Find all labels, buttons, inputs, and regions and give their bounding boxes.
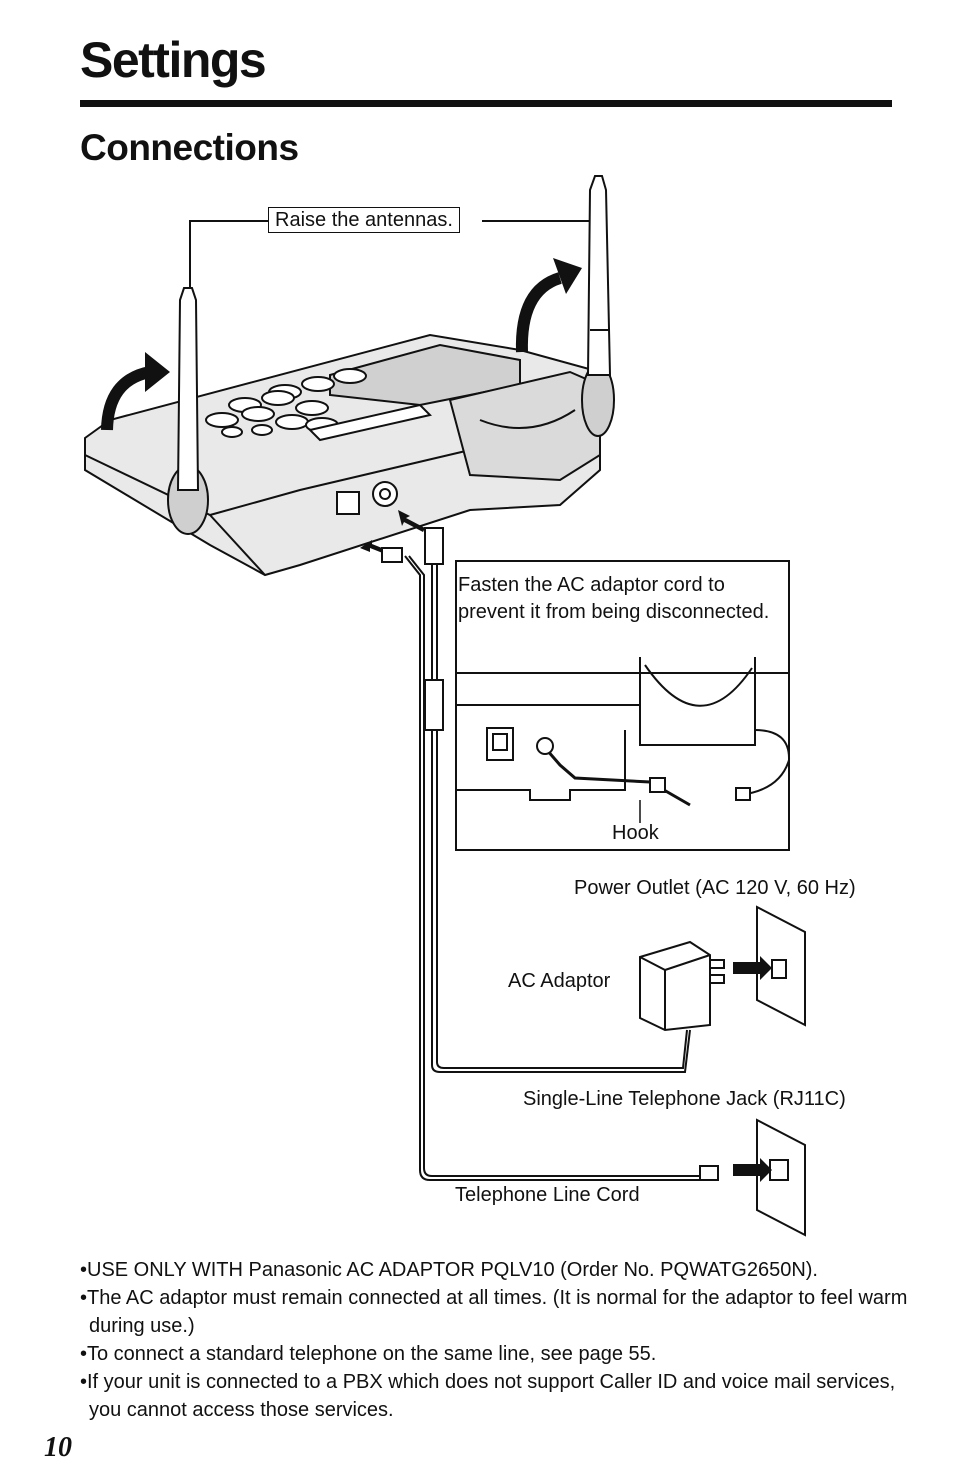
note-item: •To connect a standard telephone on the …	[80, 1343, 657, 1365]
telephone-jack-label: Single-Line Telephone Jack (RJ11C)	[523, 1088, 846, 1110]
page-number: 10	[44, 1432, 72, 1463]
note-item: •The AC adaptor must remain connected at…	[80, 1287, 908, 1337]
section-title: Connections	[80, 127, 299, 168]
page-title: Settings	[80, 32, 267, 88]
raise-antennas-label: Raise the antennas.	[268, 207, 460, 233]
note-item: •USE ONLY WITH Panasonic AC ADAPTOR PQLV…	[80, 1259, 818, 1281]
notes-list: •USE ONLY WITH Panasonic AC ADAPTOR PQLV…	[80, 1256, 910, 1424]
ac-adaptor-label: AC Adaptor	[508, 970, 611, 992]
title-rule	[80, 100, 892, 107]
note-item: •If your unit is connected to a PBX whic…	[80, 1371, 896, 1421]
hook-label: Hook	[612, 822, 659, 844]
line-cord-label: Telephone Line Cord	[455, 1184, 640, 1206]
fasten-cord-note: Fasten the AC adaptor cord to prevent it…	[458, 574, 770, 623]
connection-diagram	[84, 175, 806, 1237]
power-outlet-label: Power Outlet (AC 120 V, 60 Hz)	[574, 877, 856, 899]
